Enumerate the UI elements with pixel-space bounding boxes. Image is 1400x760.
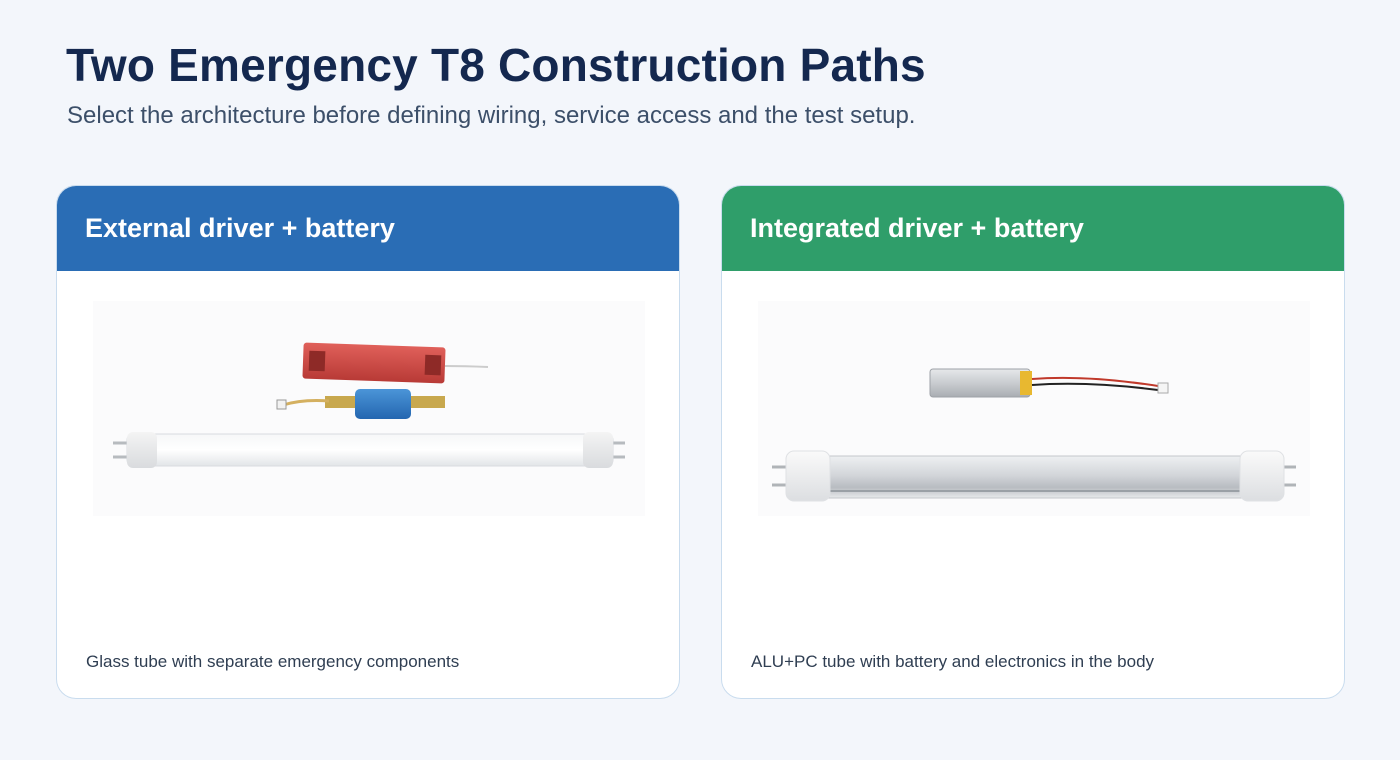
emergency-driver-module: [302, 342, 489, 384]
card-external: External driver + battery: [56, 185, 680, 699]
card-integrated: Integrated driver + battery: [721, 185, 1345, 699]
lipo-battery-cell: [929, 368, 1169, 398]
card-external-caption: Glass tube with separate emergency compo…: [86, 652, 460, 671]
page-title: Two Emergency T8 Construction Paths: [66, 39, 926, 91]
card-integrated-caption: ALU+PC tube with battery and electronics…: [751, 652, 1155, 671]
external-components-image: [93, 301, 645, 516]
card-integrated-header: Integrated driver + battery: [722, 186, 1344, 271]
integrated-components-image: [758, 301, 1310, 516]
t8-glass-tube: [113, 432, 625, 468]
page-subtitle: Select the architecture before defining …: [67, 102, 916, 129]
card-external-header: External driver + battery: [57, 186, 679, 271]
t8-alu-pc-tube: [772, 450, 1296, 502]
battery-pack: [276, 389, 445, 419]
